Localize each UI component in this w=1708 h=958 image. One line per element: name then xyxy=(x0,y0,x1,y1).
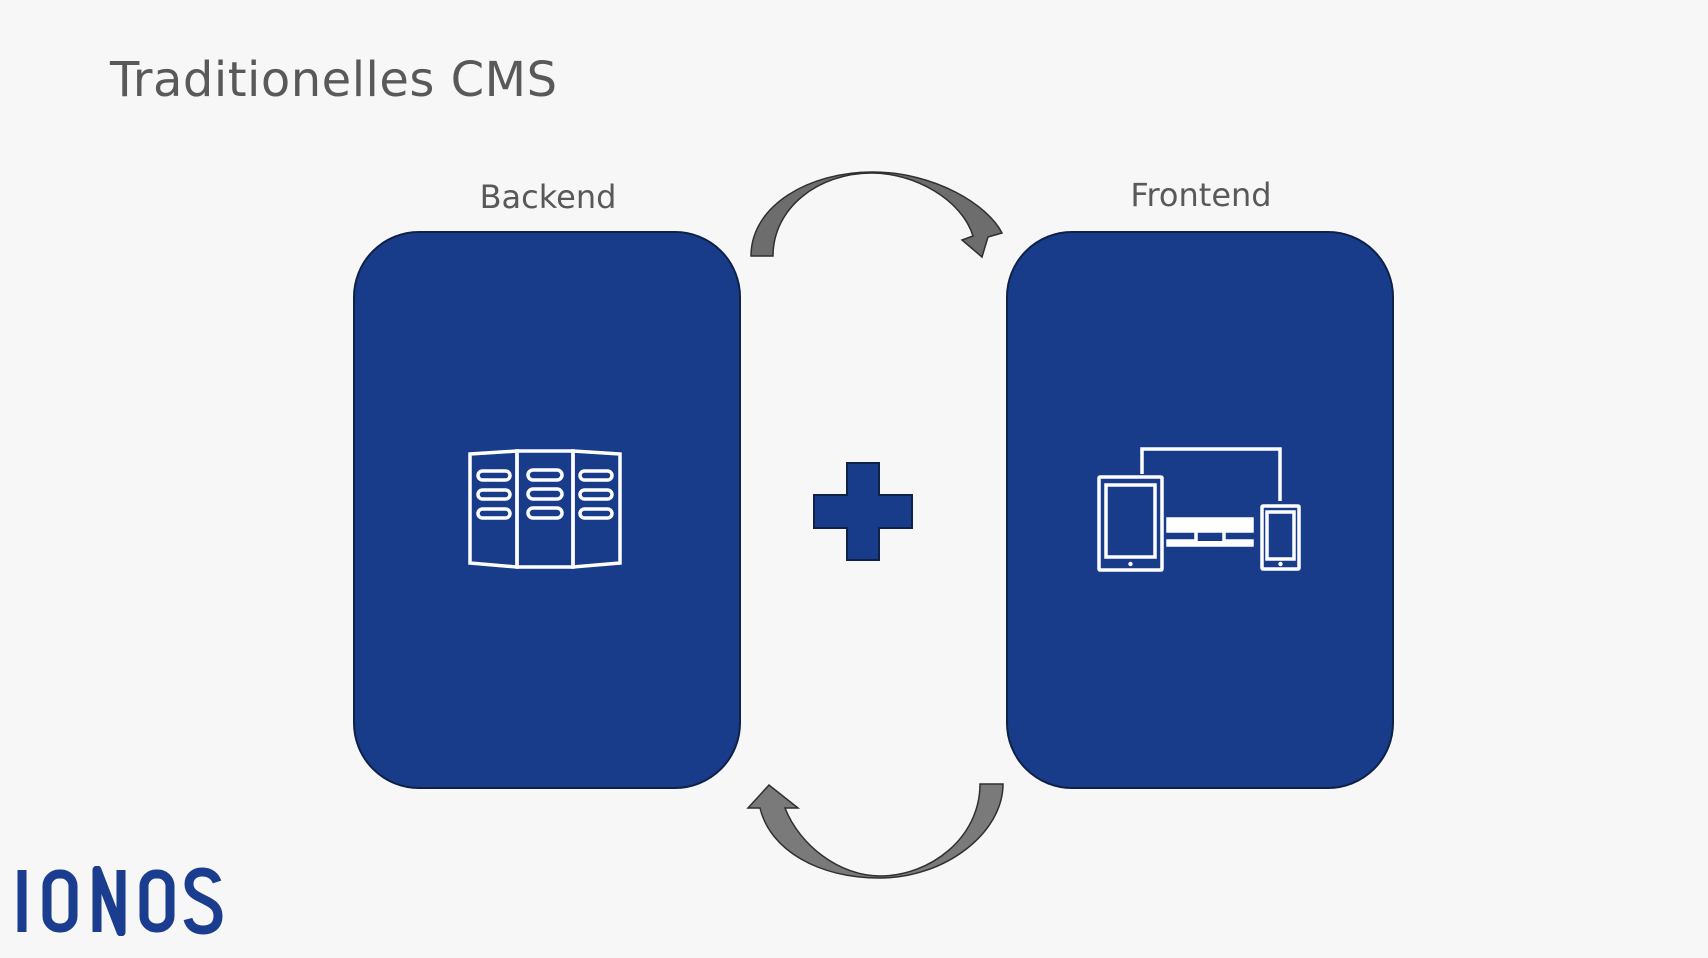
page-title: Traditionelles CMS xyxy=(110,52,558,108)
frontend-label: Frontend xyxy=(1130,176,1272,214)
curved-arrow-icon xyxy=(750,171,1004,259)
devices-icon xyxy=(1097,447,1301,572)
plus-icon xyxy=(813,462,913,561)
frontend-panel xyxy=(1006,231,1394,789)
curved-arrow-icon xyxy=(746,783,1004,879)
backend-panel xyxy=(353,231,741,789)
ionos-logo xyxy=(17,866,223,936)
backend-label: Backend xyxy=(479,178,617,216)
server-rack-icon xyxy=(468,449,622,569)
